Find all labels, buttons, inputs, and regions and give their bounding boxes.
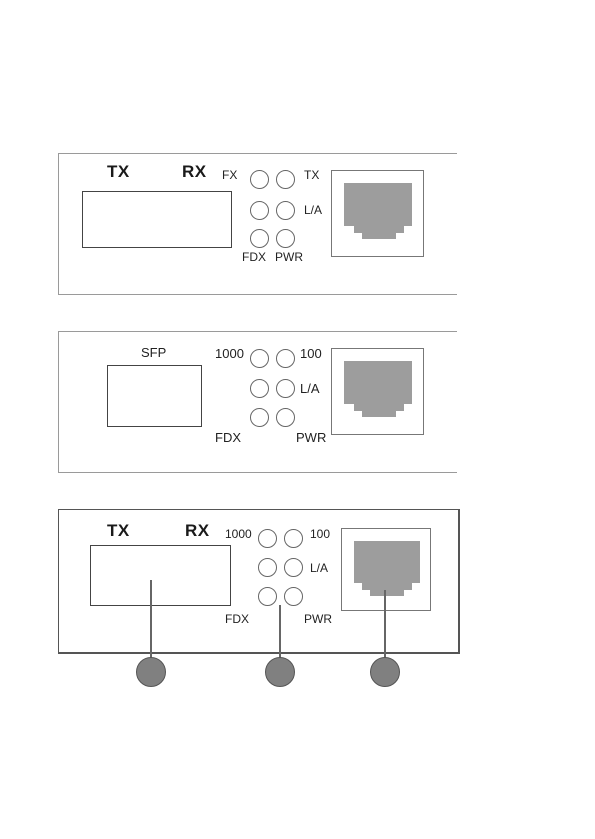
tx-label: TX xyxy=(107,521,130,541)
led-indicator xyxy=(250,170,269,189)
led-label-100: 100 xyxy=(300,346,322,361)
rj45-socket-icon xyxy=(332,171,425,258)
callout-line xyxy=(279,605,281,662)
led-indicator xyxy=(276,349,295,368)
led-indicator xyxy=(258,558,277,577)
led-label-pwr: PWR xyxy=(275,250,303,264)
led-label-1000: 1000 xyxy=(225,527,252,541)
led-indicator xyxy=(276,170,295,189)
led-label-pwr: PWR xyxy=(296,430,326,445)
led-label-fx: FX xyxy=(222,168,237,182)
led-indicator xyxy=(250,349,269,368)
led-label-fdx: FDX xyxy=(242,250,266,264)
led-indicator xyxy=(258,587,277,606)
sfp-label: SFP xyxy=(141,345,166,360)
led-label-la: L/A xyxy=(304,203,322,217)
led-label-la: L/A xyxy=(310,561,328,575)
led-indicator xyxy=(276,379,295,398)
rx-label: RX xyxy=(185,521,210,541)
led-label-tx: TX xyxy=(304,168,319,182)
led-indicator xyxy=(250,408,269,427)
callout-marker xyxy=(370,657,400,687)
rj45-port xyxy=(331,170,424,257)
rj45-socket-icon xyxy=(332,349,425,436)
led-indicator xyxy=(276,201,295,220)
fiber-port xyxy=(90,545,231,606)
led-label-1000: 1000 xyxy=(215,346,244,361)
rx-label: RX xyxy=(182,162,207,182)
led-label-fdx: FDX xyxy=(215,430,241,445)
led-label-la: L/A xyxy=(300,381,320,396)
led-indicator xyxy=(250,379,269,398)
led-indicator xyxy=(258,529,277,548)
led-indicator xyxy=(250,201,269,220)
led-indicator xyxy=(284,529,303,548)
led-indicator xyxy=(284,558,303,577)
rj45-port xyxy=(341,528,431,611)
rj45-socket-icon xyxy=(342,529,432,612)
tx-label: TX xyxy=(107,162,130,182)
led-label-100: 100 xyxy=(310,527,330,541)
led-indicator xyxy=(284,587,303,606)
rj45-port xyxy=(331,348,424,435)
callout-marker xyxy=(136,657,166,687)
callout-line xyxy=(384,590,386,662)
led-indicator xyxy=(276,408,295,427)
led-indicator xyxy=(250,229,269,248)
fiber-port xyxy=(82,191,232,248)
callout-marker xyxy=(265,657,295,687)
sfp-port xyxy=(107,365,202,427)
led-label-fdx: FDX xyxy=(225,612,249,626)
led-indicator xyxy=(276,229,295,248)
led-label-pwr: PWR xyxy=(304,612,332,626)
callout-line xyxy=(150,580,152,662)
